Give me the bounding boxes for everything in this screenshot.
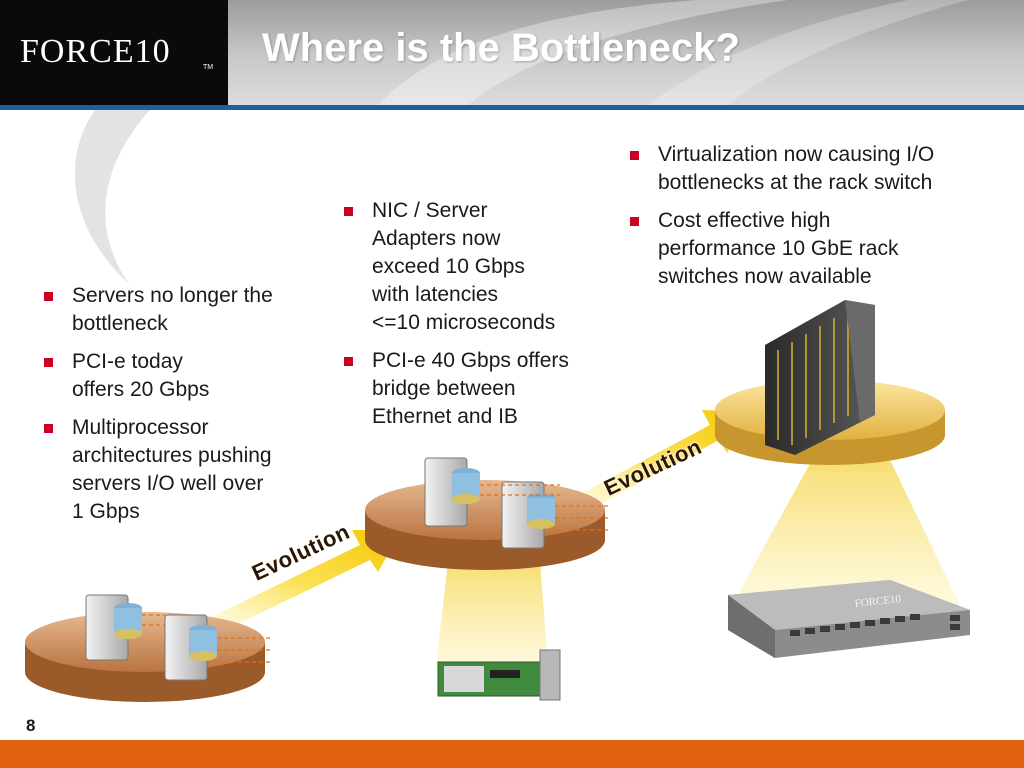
middle-bullet-list: NIC / Server Adapters now exceed 10 Gbps… [338,197,638,441]
evolution-arrow-2 [560,410,752,520]
evolution-diagram: FORCE10 [25,300,970,702]
force10-logo: FORCE10 [20,33,171,70]
bullet-square-icon [44,358,53,367]
bullet-square-icon [630,151,639,160]
server-tower-icon [501,481,555,549]
bullet-square-icon [44,424,53,433]
bullet-item: Cost effective high performance 10 GbE r… [624,207,1019,291]
network-links [142,614,272,663]
title-swirl-decoration [378,0,968,105]
server-tower-icon [85,594,142,661]
rack-switch-icon [728,580,970,658]
bullet-item: Servers no longer the bottleneck [38,282,338,338]
bullet-square-icon [344,207,353,216]
bullet-text: PCI-e 40 Gbps offers bridge between Ethe… [372,349,569,428]
background-swirl-decoration [74,110,150,285]
platform-1 [25,612,265,702]
bullet-text: Virtualization now causing I/O bottlenec… [658,143,935,194]
footer-bar [0,740,1024,768]
bullet-text: Multiprocessor architectures pushing ser… [72,416,272,523]
bullet-square-icon [44,292,53,301]
bullet-text: Cost effective high performance 10 GbE r… [658,209,899,288]
bullet-square-icon [344,357,353,366]
logo-trademark: TM [203,64,214,71]
right-bullet-list: Virtualization now causing I/O bottlenec… [624,141,1019,301]
title-bar [228,0,1024,105]
bullet-item: NIC / Server Adapters now exceed 10 Gbps… [338,197,638,337]
switch-brand-label: FORCE10 [854,593,902,610]
evolution-arrow-1 [195,530,402,640]
page-number: 8 [26,716,36,735]
bullet-text: NIC / Server Adapters now exceed 10 Gbps… [372,199,556,334]
nic-adapter-card-icon [437,649,561,701]
bullet-item: Virtualization now causing I/O bottlenec… [624,141,1019,197]
server-tower-icon [164,614,217,681]
logo-block: FORCE10 TM [0,0,228,105]
server-rack-icon [765,300,875,455]
bullet-text: Servers no longer the bottleneck [72,284,273,335]
switch-light-beam [732,460,960,605]
network-links [480,484,610,531]
bullet-square-icon [630,217,639,226]
bullet-text: PCI-e today offers 20 Gbps [72,350,210,401]
page-title: Where is the Bottleneck? [262,26,740,70]
nic-light-beam [436,562,548,665]
bullet-item: Multiprocessor architectures pushing ser… [38,414,338,526]
server-tower-icon [424,457,480,527]
header-rule [0,105,1024,110]
bullet-item: PCI-e today offers 20 Gbps [38,348,338,404]
platform-2 [365,480,605,570]
bullet-item: PCI-e 40 Gbps offers bridge between Ethe… [338,347,638,431]
